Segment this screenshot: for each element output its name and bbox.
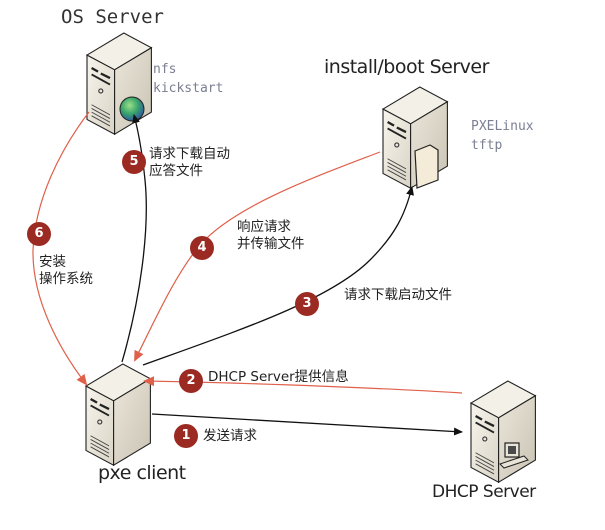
pxe-client-title: pxe client	[98, 462, 186, 484]
os-server-title: OS Server	[61, 6, 164, 28]
step-badge-1: 1	[174, 424, 198, 448]
arrow-step-4	[134, 151, 381, 362]
note-kickstart: kickstart	[153, 81, 224, 96]
step-1-line-1: 发送请求	[203, 428, 257, 444]
step-6-line-2: 操作系统	[39, 271, 93, 287]
step-text-4: 响应请求 并传输文件	[237, 219, 305, 253]
step-text-6: 安装 操作系统	[39, 254, 93, 288]
install-boot-server-title: install/boot Server	[324, 56, 489, 78]
step-text-5: 请求下载自动 应答文件	[149, 146, 230, 180]
pxe-client-server-icon	[84, 362, 152, 467]
step-badge-6: 6	[27, 222, 51, 246]
step-badge-5: 5	[122, 150, 146, 174]
note-tftp: tftp	[471, 138, 503, 153]
folder-icon	[414, 144, 439, 189]
arrow-step-3	[142, 186, 414, 366]
step-4-line-2: 并传输文件	[237, 236, 305, 252]
globe-icon	[119, 96, 145, 122]
arrow-step-1	[151, 413, 463, 436]
computer-icon	[499, 442, 529, 469]
step-badge-4: 4	[190, 236, 214, 260]
step-badge-3: 3	[295, 292, 319, 316]
note-pxelinux: PXELinux	[471, 119, 534, 134]
step-3-line-1: 请求下载启动文件	[344, 287, 452, 303]
os-server-icon	[85, 31, 153, 136]
dhcp-server-title: DHCP Server	[432, 482, 536, 502]
arrow-step-6	[32, 111, 90, 386]
step-badge-2: 2	[179, 369, 203, 393]
note-nfs: nfs	[153, 62, 177, 77]
step-2-line-1: DHCP Server提供信息	[208, 369, 349, 385]
step-text-3: 请求下载启动文件	[344, 287, 452, 304]
step-text-1: 发送请求	[203, 428, 257, 445]
install-boot-server-notes: PXELinux tftp	[471, 117, 534, 155]
os-server-notes: nfs kickstart	[153, 60, 223, 98]
step-5-line-1: 请求下载自动	[149, 146, 230, 162]
step-5-line-2: 应答文件	[149, 163, 203, 179]
step-4-line-1: 响应请求	[237, 219, 291, 235]
arrow-step-5	[121, 114, 147, 363]
step-6-line-1: 安装	[39, 254, 66, 270]
step-text-2: DHCP Server提供信息	[208, 369, 349, 386]
